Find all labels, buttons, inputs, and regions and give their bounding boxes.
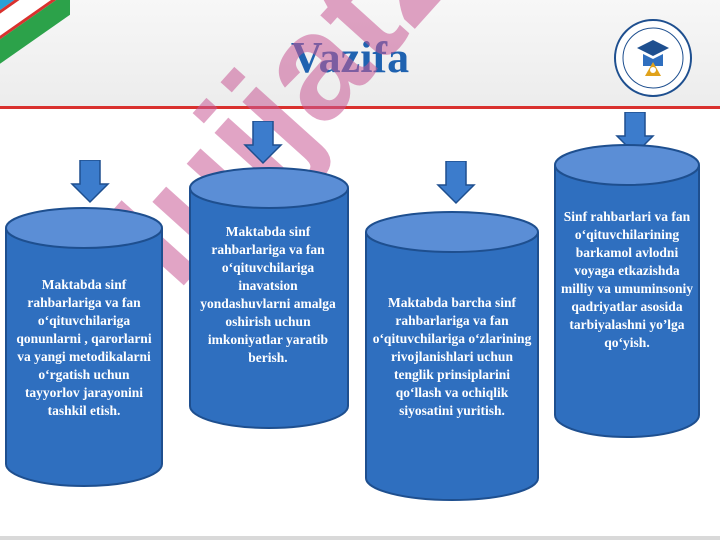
institution-logo-icon	[613, 18, 693, 98]
cylinder-4-text: Sinf rahbarlari va fan o‘qituvchilarinin…	[560, 209, 694, 350]
down-arrow-icon	[436, 161, 476, 205]
header-band	[0, 0, 720, 108]
cylinder-shape-3	[365, 211, 539, 501]
footer-divider	[0, 536, 720, 540]
cylinder-1-text: Maktabda sinf rahbarlariga va fan o‘qitu…	[16, 277, 152, 418]
slide-title: Vazifa	[290, 33, 410, 82]
cylinder-shape-1	[5, 207, 163, 487]
down-arrow-icon	[70, 160, 110, 204]
cylinder-2-text: Maktabda sinf rahbarlariga va fan o‘qitu…	[200, 224, 336, 365]
cylinder-shape-4	[554, 144, 700, 438]
header-divider	[0, 106, 720, 109]
uzbek-flag-icon	[0, 0, 70, 65]
cylinder-shape-2	[189, 167, 349, 429]
cylinder-3-text: Maktabda barcha sinf rahbarlariga va fan…	[372, 295, 532, 418]
down-arrow-icon	[243, 121, 283, 165]
